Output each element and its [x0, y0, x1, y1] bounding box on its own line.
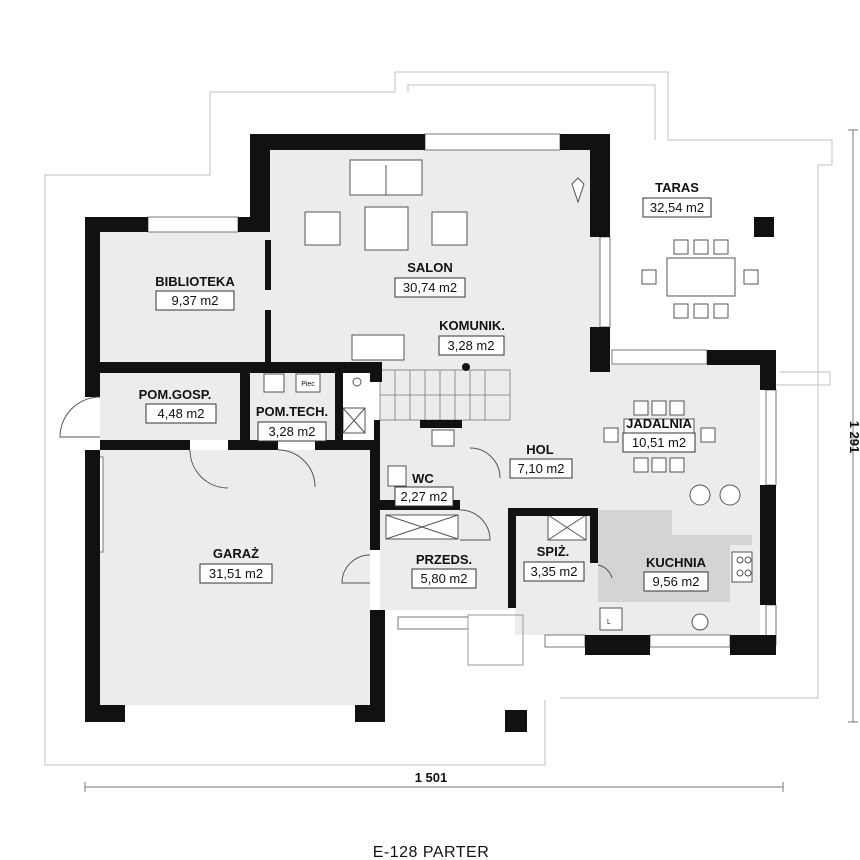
room-area: 4,48 m2 — [158, 406, 205, 421]
room-kuchnia: KUCHNIA 9,56 m2 — [643, 555, 709, 592]
room-name: SPIŻ. — [537, 544, 570, 559]
room-wc: WC 2,27 m2 — [394, 471, 454, 507]
room-name: WC — [412, 471, 434, 486]
room-komunik: KOMUNIK. 3,28 m2 — [438, 318, 505, 356]
tech-fixtures: Piec — [263, 373, 366, 434]
doors — [59, 396, 613, 666]
wc-fixtures — [387, 429, 455, 487]
room-area: 10,51 m2 — [632, 435, 686, 450]
room-pom-gosp: POM.GOSP. 4,48 m2 — [139, 387, 217, 424]
room-name: GARAŻ — [213, 546, 259, 561]
walls — [85, 134, 776, 732]
terrace-column — [754, 217, 774, 237]
room-name: POM.GOSP. — [139, 387, 212, 402]
room-name: PRZEDS. — [416, 552, 472, 567]
room-garaz: GARAŻ 31,51 m2 — [199, 546, 273, 584]
kitchen-fixtures — [599, 551, 753, 631]
room-name: POM.TECH. — [256, 404, 328, 419]
room-spiz: SPIŻ. 3,35 m2 — [523, 544, 585, 582]
room-biblioteka: BIBLIOTEKA 9,37 m2 — [155, 274, 235, 311]
room-name: TARAS — [655, 180, 699, 195]
room-pom-tech: POM.TECH. 3,28 m2 — [256, 404, 328, 442]
room-area: 3,28 m2 — [448, 338, 495, 353]
dimension-width: 1 501 — [84, 770, 784, 792]
room-name: BIBLIOTEKA — [155, 274, 235, 289]
room-przeds: PRZEDS. 5,80 m2 — [411, 552, 477, 589]
room-area: 3,35 m2 — [531, 564, 578, 579]
room-area: 32,54 m2 — [650, 200, 704, 215]
room-area: 7,10 m2 — [518, 461, 565, 476]
room-area: 2,27 m2 — [401, 489, 448, 504]
room-area: 5,80 m2 — [421, 571, 468, 586]
dining-table-terrace — [641, 239, 759, 319]
room-jadalnia: JADALNIA 10,51 m2 — [622, 416, 696, 453]
stair-marker — [462, 363, 470, 371]
room-hol: HOL 7,10 m2 — [509, 442, 573, 479]
fridge-label: L — [607, 619, 611, 626]
room-name: JADALNIA — [626, 416, 692, 431]
salon-furniture — [304, 159, 585, 361]
room-salon: SALON 30,74 m2 — [394, 260, 466, 298]
room-area: 31,51 m2 — [209, 566, 263, 581]
room-area: 9,37 m2 — [172, 293, 219, 308]
room-area: 30,74 m2 — [403, 280, 457, 295]
boiler-label: Piec — [301, 381, 315, 388]
room-name: SALON — [407, 260, 453, 275]
site-outline — [44, 71, 833, 766]
room-name: KOMUNIK. — [439, 318, 505, 333]
room-taras: TARAS 32,54 m2 — [642, 180, 712, 218]
dimension-depth: 1 291 — [847, 129, 860, 723]
plan-caption: E-128 PARTER — [373, 844, 490, 860]
room-name: HOL — [526, 442, 554, 457]
room-area: 3,28 m2 — [269, 424, 316, 439]
room-name: KUCHNIA — [646, 555, 707, 570]
storage-units — [385, 514, 587, 541]
room-area: 9,56 m2 — [653, 574, 700, 589]
depth-label: 1 291 — [847, 421, 860, 454]
width-label: 1 501 — [415, 770, 448, 785]
kitchen-floor — [598, 510, 752, 602]
